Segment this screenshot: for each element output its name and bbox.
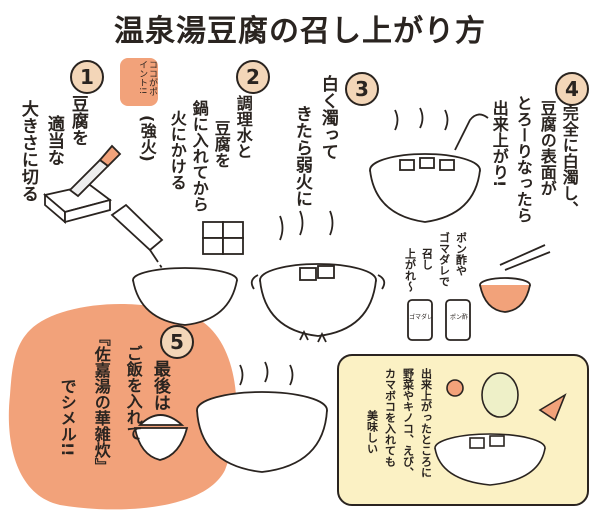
step1-text-2: 適当な <box>43 115 64 166</box>
step1-text-3: 大きさに切る <box>17 100 38 202</box>
step4-line-2: 豆腐の表面が <box>537 100 557 196</box>
step2-number: 2 <box>236 60 270 94</box>
step4-line-3: とろーりなったら <box>513 95 533 223</box>
step3-number: 3 <box>345 72 379 106</box>
tip-line-2: 野菜やキノコ、えび、 <box>401 368 415 478</box>
step2-line-1: 調理水と <box>233 95 253 159</box>
step1-line: 適当な <box>43 115 64 166</box>
sauce-line-3: 召し <box>420 248 434 270</box>
bottle-label-ponzu: ポン酢 <box>449 314 468 321</box>
step5-line-1: 最後は <box>149 360 170 411</box>
step4-line-1: 完全に白濁し、 <box>559 105 579 217</box>
step1-number: 1 <box>70 60 104 94</box>
step2-line-4: 火にかける <box>167 110 187 190</box>
step5-line-3: 『佐嘉湯の華雑炊』 <box>91 330 111 474</box>
step1-tofu-illustration <box>43 144 122 224</box>
step3-line-2: きたら弱火に <box>291 105 312 207</box>
step2-line-2: 豆腐を <box>211 120 231 168</box>
sauce-line-2: ゴマダレで <box>437 232 451 287</box>
point-badge: ココがポイント!! <box>120 58 158 106</box>
bottle-label-goma: ゴマダレ <box>408 314 433 321</box>
step1-line: 大きさに切る <box>17 100 38 202</box>
sauce-line-1: ポン酢や <box>454 232 468 276</box>
step5-number: 5 <box>160 325 194 359</box>
sauce-line-4: 上がれ〜 <box>403 248 417 292</box>
step4-number: 4 <box>555 72 589 106</box>
step1-line: 豆腐を <box>67 95 88 146</box>
tip-line-4: 美味しい <box>365 410 379 454</box>
step1-text: 豆腐を <box>67 95 88 146</box>
step2-pot-illustration <box>110 203 244 326</box>
step5-line-4: でシメル!! <box>57 378 77 457</box>
step2-line-3: 鍋に入れてから <box>189 100 209 212</box>
step4-pot-illustration <box>369 107 551 341</box>
page-title: 温泉湯豆腐の召し上がり方 <box>114 14 486 49</box>
step5-line-2: ご飯を入れて <box>123 345 143 441</box>
tip-ingredients-illustration <box>434 372 567 486</box>
tip-line-3: カマボコを入れても <box>383 368 397 467</box>
step5-rice-illustration <box>133 361 328 473</box>
step3-line-1: 白く濁って <box>317 75 338 160</box>
step4-line-4: 出来上がり! <box>489 100 509 188</box>
step3-pot-illustration <box>250 210 386 343</box>
step2-line-5: (強火) <box>137 115 157 162</box>
tip-line-1: 出来上がったところに <box>419 368 433 478</box>
